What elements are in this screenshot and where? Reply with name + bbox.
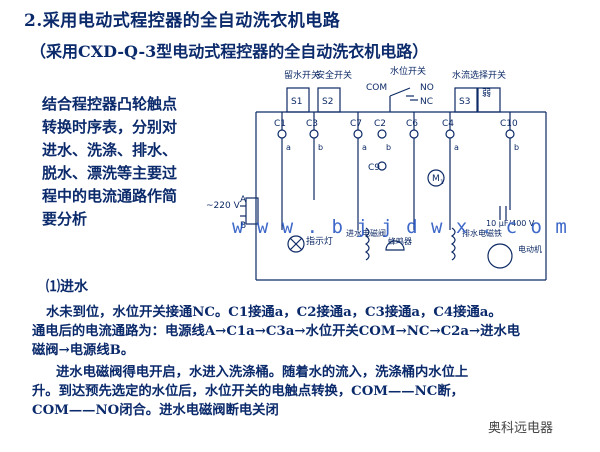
paragraph-line: 通电后的电流通路为：电源线A→C1a→C3a→水位开关COM→NC→C2a→进水… [32,324,521,339]
brand-watermark: 奥科远电器 [488,421,554,436]
nc-label: NC [420,97,433,107]
power-a: A [240,195,247,205]
contact-b: b [514,143,519,152]
note-line: 脱水、漂洗等主要过 [42,164,178,182]
contact-c3: C3 [306,119,318,129]
weak-label: 弱 [482,88,491,99]
no-label: NO [420,83,434,93]
contact-c2: C2 [374,119,386,129]
page-subtitle: （采用CXD-Q-3型电动式程控器的全自动洗衣机电路） [30,42,429,61]
s3-top-label: 水流选择开关 [452,69,506,81]
circuit-diagram: 留水开关 安全开关 水位开关 水流选择开关 S1 S2 S3 弱 COM NO … [206,65,547,281]
contact-c1: C1 [274,119,286,129]
note-line: 转换时序表，分别对 [42,118,178,136]
motor-m1-label: M [432,174,440,184]
drain-label: 排水电磁铁 [462,228,502,238]
paragraph-line: 水未到位，水位开关接通NC。C1接通a，C2接通a，C3接通a，C4接通a。 [46,305,502,320]
contact-c4: C4 [442,119,454,129]
contact-b: b [386,143,391,152]
paragraph-line: COM——NO闭合。进水电磁阀断电关闭 [32,403,279,418]
note-line: 进水、洗涤、排水、 [42,141,178,159]
power-voltage: ~220 V [206,201,241,211]
power-b: B [240,221,246,231]
contact-a: a [362,143,367,152]
motor-big-label: 电动机 [518,244,542,254]
capacitor-label: 10 μF/400 V [486,219,535,228]
paragraph-line: 磁阀→电源线B。 [32,343,135,358]
contact-c9: C9 [368,163,380,173]
section-title: ⑴进水 [46,279,88,295]
contact-b: b [318,143,323,152]
buzzer-label: 蜂鸣器 [388,236,412,246]
lamp-label: 指示灯 [306,235,333,247]
paragraph-line: 进水电磁阀得电开启，水进入洗涤桶。随着水的流入，洗涤桶内水位上 [56,365,469,380]
s1-id: S1 [291,97,302,107]
contact-c6: C6 [406,119,418,129]
note-line: 程中的电流通路作简 [42,187,178,205]
s3-id: S3 [459,97,470,107]
page-title: 2.采用电动式程控器的全自动洗衣机电路 [24,11,341,31]
note-line: 结合程控器凸轮触点 [42,95,178,113]
watermark-url: w w w . b j j d w x . c o m [232,216,568,238]
s2-top-label: 安全开关 [316,69,352,81]
motor-m1-sub: 1 [440,179,444,186]
paragraph-line: 升。到达预先选定的水位后，水位开关的电触点转换，COM——NC断， [32,384,464,399]
note-line: 要分析 [42,210,88,228]
s2-id: S2 [322,97,333,107]
s1-top-label: 留水开关 [284,69,320,81]
contact-a: a [286,143,291,152]
level-switch-label: 水位开关 [390,65,426,77]
com-label: COM [366,83,387,93]
contact-c7: C7 [350,119,362,129]
contact-a: a [454,143,459,152]
valve-label: 进水电磁阀 [346,228,386,238]
contact-c10: C10 [500,119,518,129]
